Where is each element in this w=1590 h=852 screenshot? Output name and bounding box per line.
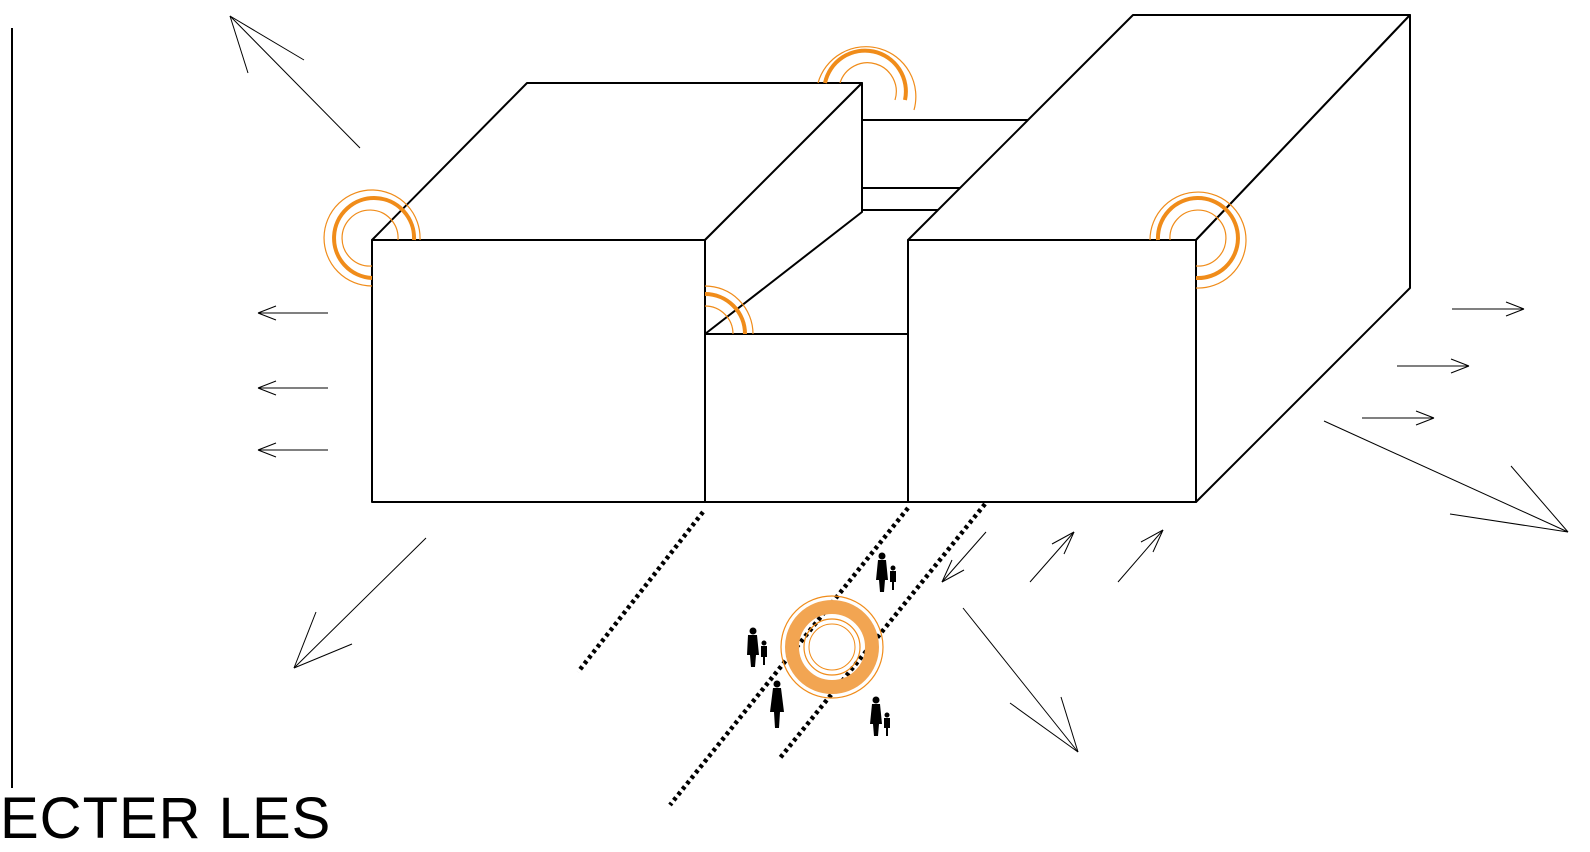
arrow-right-2 <box>1397 358 1470 374</box>
arrow-bottom-right <box>962 607 1079 753</box>
arrow-street-out-2 <box>1117 529 1164 583</box>
right-block-front <box>907 239 1197 503</box>
left-block-front <box>371 239 706 503</box>
ring-marker-courtyard <box>704 285 754 335</box>
arrow-right-1 <box>1452 301 1525 317</box>
arrow-bottom-left <box>293 537 427 669</box>
center-volume-front <box>704 333 909 503</box>
arrow-street-in <box>941 531 987 583</box>
arrow-left-3 <box>257 442 328 458</box>
arrow-left-1 <box>257 305 328 321</box>
pedestrians <box>747 552 896 736</box>
street-ring-outer <box>780 595 884 699</box>
ring-marker-roof <box>817 46 917 111</box>
street-ring-marker <box>780 595 884 699</box>
arrow-right-3 <box>1362 410 1435 426</box>
diagram-caption: ECTER LES <box>0 786 332 851</box>
pedestrian-single <box>770 680 784 728</box>
pedestrian-group-bottom <box>870 696 890 736</box>
arrow-top-left <box>229 15 361 149</box>
arrow-left-2 <box>257 380 328 396</box>
arrow-right-diagonal <box>1323 420 1569 533</box>
building-block <box>371 14 1411 503</box>
street-ring-band <box>785 600 879 694</box>
ring-marker-right-corner <box>1149 191 1247 289</box>
pedestrian-group-left <box>747 627 767 667</box>
dotted-path-left <box>576 510 705 674</box>
street-ring-inner <box>803 618 861 676</box>
street-ring-core <box>808 623 856 671</box>
dotted-path-right <box>778 502 987 760</box>
arrow-street-out-1 <box>1029 531 1075 583</box>
ring-markers <box>323 46 1247 335</box>
pedestrian-group-top <box>876 552 896 592</box>
directional-arrows <box>229 15 1569 753</box>
ring-marker-left-corner <box>323 189 421 287</box>
